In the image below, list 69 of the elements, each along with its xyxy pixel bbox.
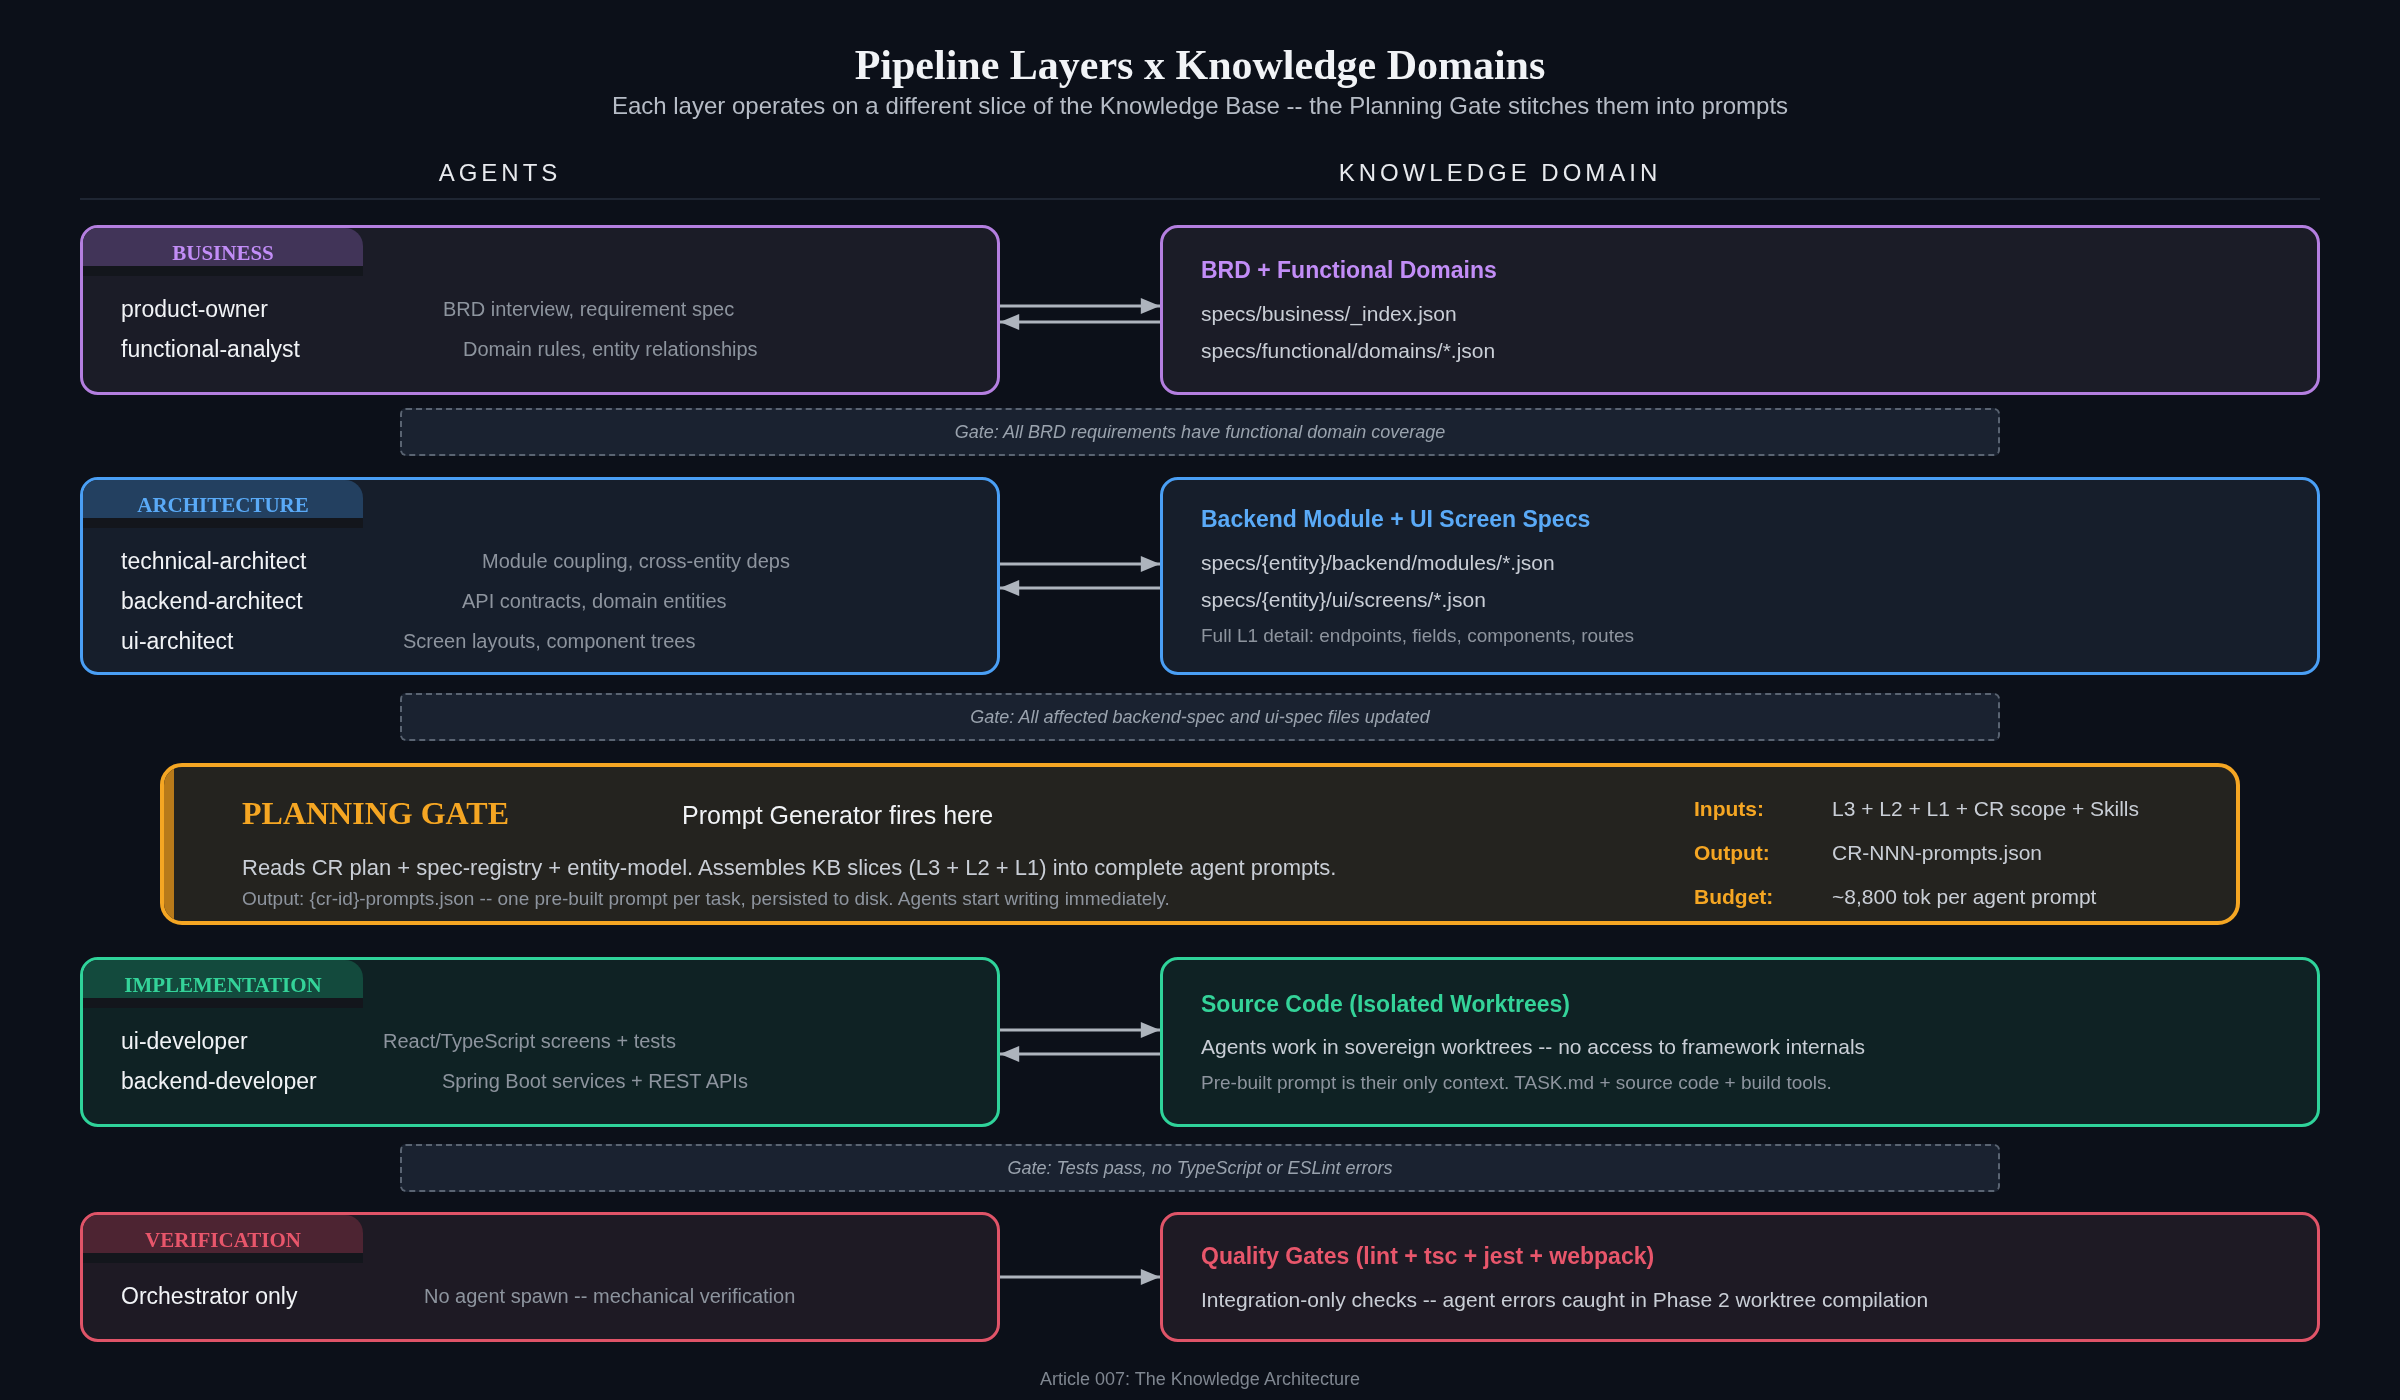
footer-text: Article 007: The Knowledge Architecture <box>1039 1368 1361 1391</box>
agent-name: ui-architect <box>121 627 234 656</box>
domain-detail: specs/functional/domains/*.json <box>1201 338 1497 365</box>
agent-layer-box <box>80 225 1000 395</box>
domain-detail: specs/business/_index.json <box>1201 300 1458 328</box>
planning-gate-box <box>160 763 2240 925</box>
agent-description: React/TypeScript screens + tests <box>383 1029 676 1054</box>
agent-layer-box <box>80 1212 1000 1342</box>
arrow <box>1000 314 1160 330</box>
arrow <box>1000 1046 1160 1062</box>
gate-banner <box>400 693 2000 741</box>
field-label: Output: <box>1694 840 1770 866</box>
knowledge-domain-box <box>1160 957 2320 1127</box>
arrow <box>1000 1269 1160 1285</box>
planning-subheading: Prompt Generator fires here <box>682 800 994 831</box>
agent-description: Module coupling, cross-entity deps <box>482 549 790 574</box>
agent-description: No agent spawn -- mechanical verification <box>424 1284 796 1309</box>
knowledge-domain-box <box>1160 477 2320 675</box>
field-value: CR-NNN-prompts.json <box>1832 840 2043 866</box>
domain-heading: BRD + Functional Domains <box>1201 256 1498 286</box>
planning-description: Reads CR plan + spec-registry + entity-model. Assembles KB slices (L3 + L2 + L1) into complete agent prompts. <box>242 854 1337 882</box>
agent-description: Screen layouts, component trees <box>403 629 696 654</box>
gate-text: Gate: All BRD requirements have functional domain coverage <box>954 420 1446 444</box>
agent-layer-box <box>80 477 1000 675</box>
field-value: ~8,800 tok per agent prompt <box>1832 884 2097 910</box>
agent-name: backend-architect <box>121 587 303 616</box>
agent-name: ui-developer <box>121 1027 248 1056</box>
agent-name: backend-developer <box>121 1067 317 1096</box>
domain-detail: Integration-only checks -- agent errors caught in Phase 2 worktree compilation <box>1201 1286 1930 1313</box>
domain-heading: Backend Module + UI Screen Specs <box>1201 505 1592 534</box>
gate-banner <box>400 408 2000 456</box>
domain-detail: Agents work in sovereign worktrees -- no access to framework internals <box>1201 1034 1867 1061</box>
agent-name: Orchestrator only <box>121 1282 298 1311</box>
planning-note: Output: {cr-id}-prompts.json -- one pre-built prompt per task, persisted to disk. Agents start writing immediately. <box>242 887 1170 911</box>
domain-heading: Quality Gates (lint + tsc + jest + webpack) <box>1201 1242 1656 1271</box>
knowledge-domain-box <box>1160 1212 2320 1342</box>
domain-detail: Pre-built prompt is their only context. TASK.md + source code + build tools. <box>1201 1070 1833 1095</box>
subtitle: Each layer operates on a different slice of the Knowledge Base -- the Planning Gate stitches them into prompts <box>610 91 1790 121</box>
layer-tab: VERIFICATION <box>83 1215 363 1263</box>
gate-text: Gate: Tests pass, no TypeScript or ESLint errors <box>1007 1156 1393 1180</box>
arrow <box>1000 580 1160 596</box>
field-value: L3 + L2 + L1 + CR scope + Skills <box>1832 796 2139 822</box>
agent-layer-box <box>80 957 1000 1127</box>
planning-heading: PLANNING GATE <box>242 794 509 833</box>
column-header: KNOWLEDGE DOMAIN <box>1337 158 1663 188</box>
diagram-title: Pipeline Layers x Knowledge Domains <box>853 41 1547 90</box>
agent-description: BRD interview, requirement spec <box>443 297 735 322</box>
field-label: Budget: <box>1694 884 1774 910</box>
layer-tab: IMPLEMENTATION <box>83 960 363 1008</box>
layer-tab: BUSINESS <box>83 228 363 276</box>
arrow <box>1000 556 1160 572</box>
agent-description: Spring Boot services + REST APIs <box>442 1069 748 1094</box>
agent-name: technical-architect <box>121 547 307 576</box>
domain-detail: specs/{entity}/ui/screens/*.json <box>1201 587 1487 613</box>
field-label: Inputs: <box>1694 796 1764 822</box>
domain-heading: Source Code (Isolated Worktrees) <box>1201 989 1571 1019</box>
arrow <box>1000 298 1160 314</box>
column-header: AGENTS <box>437 158 563 188</box>
domain-detail: specs/{entity}/backend/modules/*.json <box>1201 549 1556 576</box>
gate-banner <box>400 1144 2000 1192</box>
arrow <box>1000 1022 1160 1038</box>
gate-text: Gate: All affected backend-spec and ui-spec files updated <box>970 705 1430 729</box>
agent-description: API contracts, domain entities <box>462 589 727 614</box>
layer-tab: ARCHITECTURE <box>83 480 363 528</box>
domain-detail: Full L1 detail: endpoints, fields, components, routes <box>1201 623 1636 648</box>
agent-name: product-owner <box>121 295 269 324</box>
agent-description: Domain rules, entity relationships <box>463 337 758 362</box>
agent-name: functional-analyst <box>121 335 300 364</box>
knowledge-domain-box <box>1160 225 2320 395</box>
